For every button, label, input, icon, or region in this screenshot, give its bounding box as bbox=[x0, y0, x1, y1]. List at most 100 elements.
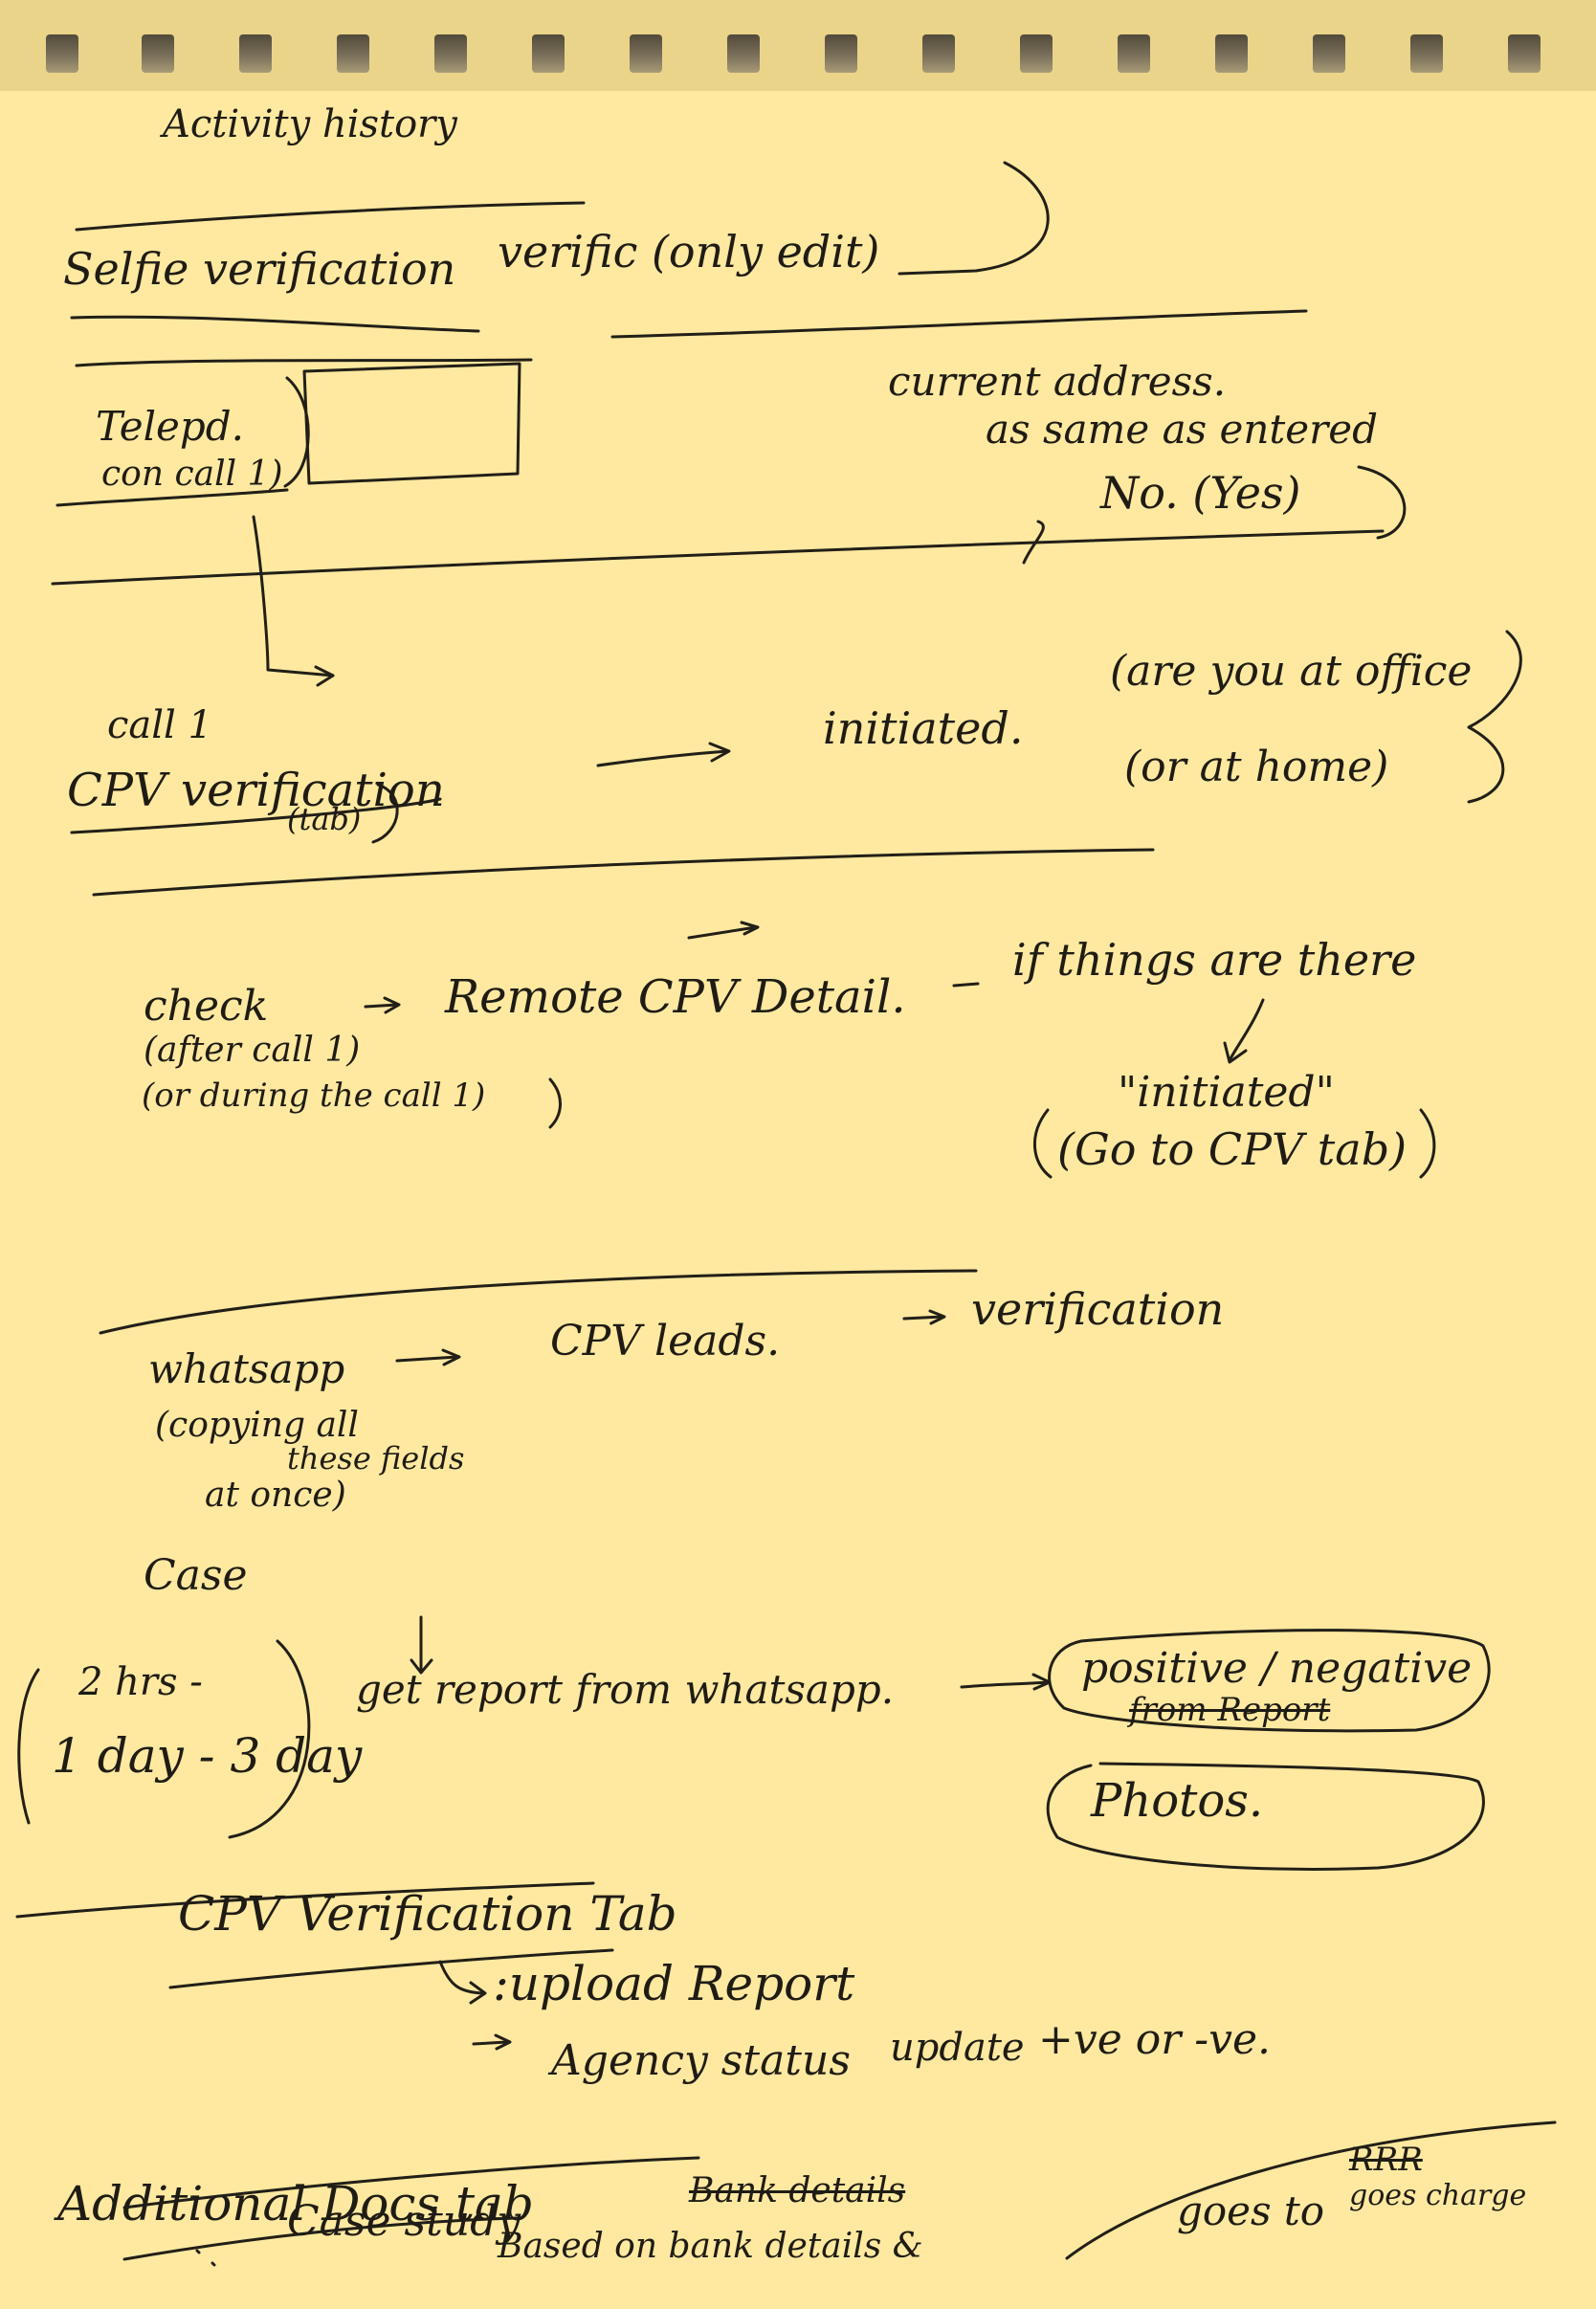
spiral-hole bbox=[434, 34, 467, 73]
update-label: update bbox=[890, 2026, 1025, 2070]
upload-report-label: :upload Report bbox=[493, 1956, 855, 2011]
spiral-hole bbox=[1313, 34, 1345, 73]
cpv-tab-line-top bbox=[15, 1881, 595, 1919]
case-bracket-right bbox=[228, 1639, 311, 1839]
remote-arrow bbox=[952, 982, 980, 988]
remote-overline bbox=[687, 925, 758, 940]
additional-underline bbox=[122, 2216, 519, 2261]
positive-negative-label: positive / negative bbox=[1081, 1644, 1473, 1693]
verification-label: verification bbox=[971, 1283, 1225, 1335]
initiated-arrow-head bbox=[708, 742, 731, 763]
report-arrow bbox=[960, 1680, 1050, 1689]
dot-1 bbox=[195, 2249, 201, 2254]
leads-arrow bbox=[902, 1315, 944, 1321]
cpv-tab-label: (tab) bbox=[287, 801, 362, 837]
address-bracket bbox=[1357, 465, 1407, 540]
initiated-arrow bbox=[596, 749, 729, 767]
spiral-hole bbox=[337, 34, 369, 73]
spiral-hole bbox=[142, 34, 174, 73]
dot-3 bbox=[1022, 520, 1045, 565]
case-bracket-left bbox=[17, 1668, 40, 1825]
whatsapp-arrow-head bbox=[441, 1348, 461, 1366]
spiral-hole bbox=[532, 34, 565, 73]
goes-to-label: goes to bbox=[1177, 2187, 1325, 2234]
case-study-label: Case study bbox=[287, 2197, 521, 2246]
rrr-struck: RRR bbox=[1349, 2141, 1423, 2179]
cpv-tab-underline bbox=[168, 1948, 614, 1989]
after-call-label: (after call 1) bbox=[144, 1031, 361, 1070]
copying-line-3: at once) bbox=[205, 1476, 346, 1515]
spiral-hole bbox=[1118, 34, 1150, 73]
whatsapp-arrow bbox=[395, 1355, 459, 1363]
spiral-hole bbox=[1020, 34, 1053, 73]
address-line bbox=[51, 529, 1385, 586]
copying-line-2: these fields bbox=[287, 1440, 465, 1476]
upload-hook bbox=[438, 1960, 485, 1995]
bottom-arc bbox=[1065, 2120, 1557, 2260]
spiral-hole bbox=[239, 34, 272, 73]
telepd-bracket bbox=[283, 376, 310, 488]
down-arrow-head bbox=[314, 665, 335, 687]
photos-label: Photos. bbox=[1091, 1774, 1264, 1828]
divider-2 bbox=[610, 309, 1308, 339]
during-call-label: (or during the call 1) bbox=[142, 1077, 486, 1115]
check-arrow bbox=[364, 1003, 399, 1009]
call1-divider bbox=[92, 848, 1155, 897]
bank-details-struck: Bank details bbox=[689, 2171, 906, 2210]
if-things-note: if things are there bbox=[1012, 934, 1417, 986]
spiral-hole bbox=[1410, 34, 1443, 73]
address-line-1: current address. bbox=[888, 358, 1227, 405]
selfie-underline bbox=[70, 315, 480, 333]
telepd-label-2: con call 1) bbox=[101, 455, 283, 494]
copying-line-1: (copying all bbox=[155, 1406, 359, 1445]
selfie-label: Selfie verification bbox=[63, 243, 456, 295]
check-arrow-head bbox=[383, 996, 401, 1014]
additional-docs-label: Additional Docs tab bbox=[57, 2176, 534, 2231]
office-bracket bbox=[1467, 630, 1522, 804]
cpv-leads-label: CPV leads. bbox=[550, 1317, 781, 1365]
whatsapp-divider bbox=[99, 1269, 978, 1335]
spiral-hole bbox=[1508, 34, 1541, 73]
spiral-hole bbox=[922, 34, 955, 73]
cpv-verification-tab-heading: CPV Verification Tab bbox=[178, 1886, 677, 1942]
photos-box bbox=[1046, 1762, 1485, 1871]
additional-line bbox=[122, 2156, 700, 2209]
spiral-hole bbox=[1215, 34, 1248, 73]
hours-label: 2 hrs - bbox=[78, 1660, 203, 1704]
based-on-bank-details: Based on bank details & bbox=[498, 2227, 923, 2266]
initiated-label: initiated. bbox=[823, 702, 1024, 754]
telepd-label-1: Telepd. bbox=[96, 403, 245, 450]
agency-arrow-head bbox=[494, 2033, 512, 2051]
spiral-hole bbox=[630, 34, 662, 73]
case-label: Case bbox=[144, 1551, 248, 1600]
spiral-hole bbox=[46, 34, 78, 73]
agency-arrow bbox=[472, 2040, 509, 2046]
cpv-tab-bracket bbox=[371, 783, 399, 844]
get-report-label: get report from whatsapp. bbox=[356, 1666, 895, 1713]
whatsapp-label: whatsapp bbox=[148, 1345, 345, 1392]
remote-overline-head bbox=[740, 921, 760, 936]
ve-label: +ve or -ve. bbox=[1038, 2015, 1272, 2064]
spiral-hole bbox=[825, 34, 857, 73]
page-title: Activity history bbox=[163, 102, 457, 146]
remote-cpv-detail: Remote CPV Detail. bbox=[445, 970, 906, 1024]
days-label: 1 day - 3 day bbox=[52, 1728, 363, 1784]
positive-box bbox=[1048, 1629, 1491, 1733]
office-note: (are you at office bbox=[1110, 647, 1473, 696]
leads-arrow-head bbox=[928, 1309, 946, 1325]
address-line-2: as same as entered bbox=[986, 406, 1378, 453]
if-things-down-arrow bbox=[1228, 998, 1265, 1062]
home-note: (or at home) bbox=[1124, 743, 1389, 791]
selfie-box-line bbox=[75, 201, 586, 232]
initiated-quote: "initiated" bbox=[1118, 1068, 1335, 1117]
call1-label: call 1 bbox=[107, 703, 212, 747]
spiral-hole bbox=[727, 34, 760, 73]
selfie-edit-note: verific (only edit) bbox=[498, 226, 880, 278]
goes-charge-label: goes charge bbox=[1349, 2179, 1527, 2212]
goto-bracket-right bbox=[1419, 1108, 1436, 1179]
if-things-down-head bbox=[1223, 1041, 1248, 1064]
check-label: check bbox=[144, 982, 269, 1031]
dot-2 bbox=[211, 2261, 216, 2267]
